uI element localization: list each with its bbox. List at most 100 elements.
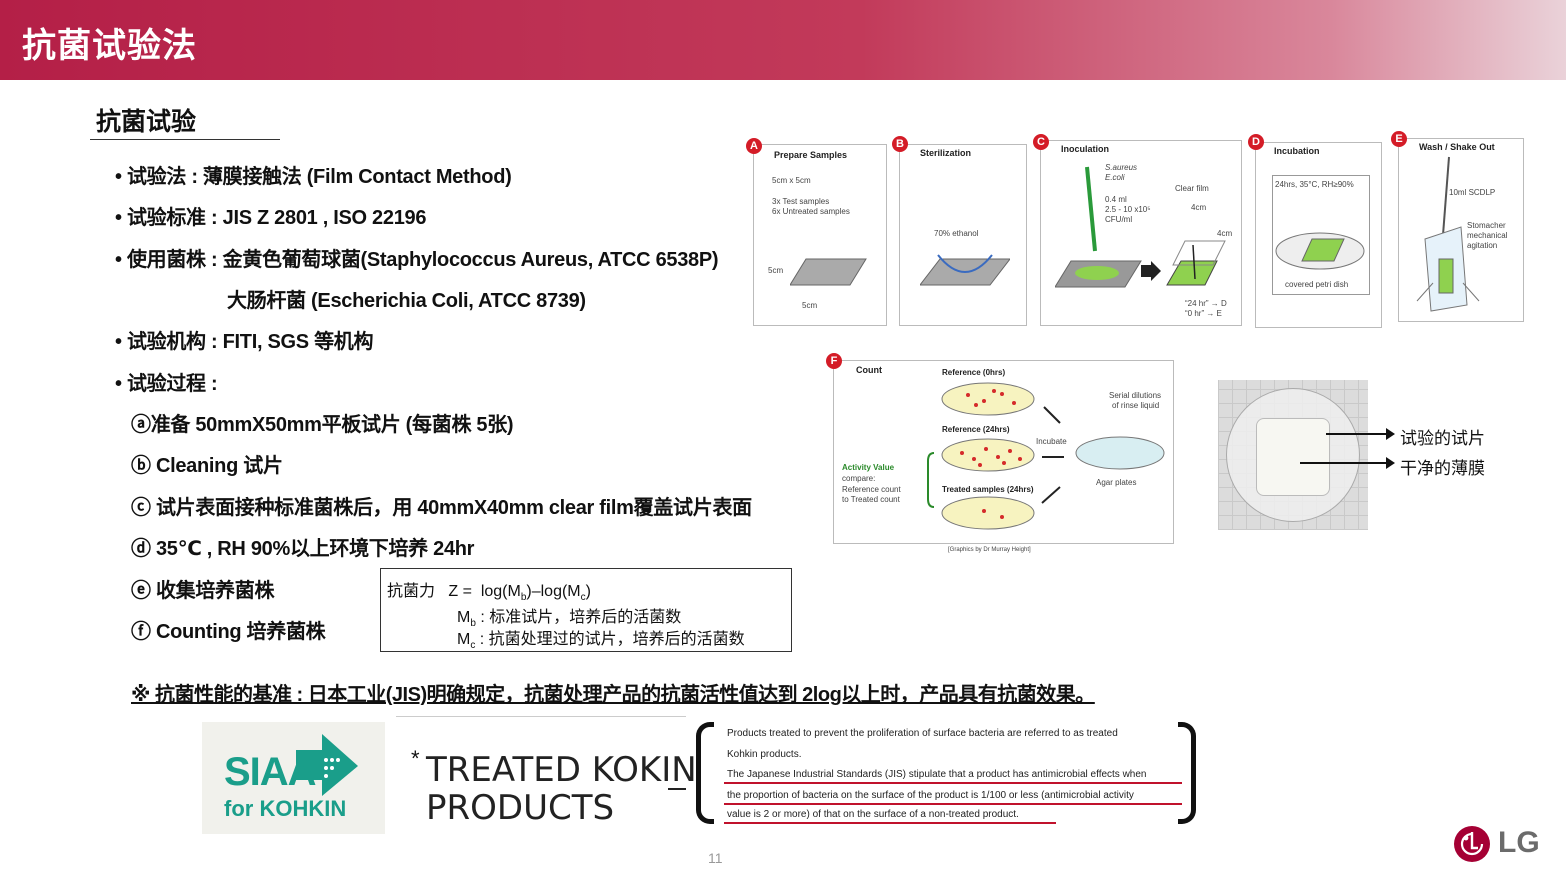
panel-c-text: 4cm	[1217, 229, 1233, 238]
bracket-left	[696, 722, 714, 824]
count-ref0-label: Reference (0hrs)	[942, 368, 1006, 377]
activity-compare-text: Reference count	[842, 485, 901, 494]
sterilize-plate-icon	[920, 254, 1010, 286]
kokin-asterisk: *	[411, 746, 420, 771]
formula-mc-sub: c	[470, 640, 476, 652]
kokin-desc-line: Kohkin products.	[727, 749, 802, 760]
bullet-process: • 试验过程 :	[115, 373, 218, 395]
step-letter-a: A	[746, 138, 762, 154]
photo-label-specimen: 试验的试片	[1400, 429, 1485, 448]
count-ref24-label: Reference (24hrs)	[942, 425, 1010, 434]
panel-wash-shake: Wash / Shake Out 10ml SCDLP Stomacher me…	[1398, 138, 1524, 322]
formula-z: Z =	[448, 583, 472, 600]
highlight-underline	[724, 803, 1182, 805]
siaa-mark-icon	[296, 734, 358, 796]
panel-a-text: 5cm	[768, 266, 784, 275]
step-c: ⓒ 试片表面接种标准菌株后，用 40mmX40mm clear film覆盖试片…	[131, 497, 752, 519]
sample-plate-icon	[790, 258, 867, 286]
panel-c-text: CFU/ml	[1105, 215, 1133, 224]
formula-sub-b: b	[520, 592, 527, 604]
formula-mb-desc: : 标准试片，培养后的活菌数	[475, 609, 682, 626]
count-serial-label: Serial dilutions	[1109, 391, 1162, 400]
panel-c-text: “0 hr” → E	[1185, 309, 1222, 318]
bracket-right	[1178, 722, 1196, 824]
page-number: 11	[708, 850, 723, 866]
panel-a-text: 3x Test samples	[772, 197, 830, 206]
siaa-text: SIAA	[224, 750, 317, 794]
panel-e-text: 10ml SCDLP	[1449, 188, 1496, 197]
formula-mc-desc: : 抗菌处理过的试片，培养后的活菌数	[475, 631, 745, 648]
kokin-underscore	[668, 788, 686, 790]
test-film-photo	[1256, 418, 1330, 496]
panel-b-title: Sterilization	[920, 148, 972, 158]
inoculation-illustration	[1055, 166, 1226, 288]
activity-compare-text: to Treated count	[842, 495, 900, 504]
panel-e-text: agitation	[1467, 241, 1498, 250]
step-d: ⓓ 35℃ , RH 90%以上环境下培养 24hr	[131, 538, 475, 560]
slide-title: 抗菌试验法	[22, 27, 197, 65]
stomacher-bag-icon	[1416, 156, 1480, 312]
panel-a-text: 5cm x 5cm	[772, 176, 811, 185]
step-b: ⓑ Cleaning 试片	[131, 455, 283, 477]
step-letter-c: C	[1033, 134, 1049, 150]
section-title: 抗菌试验	[96, 108, 197, 136]
petri-dish-icon	[1275, 232, 1365, 270]
kokin-title-line1: TREATED KOKIN	[426, 750, 697, 790]
kokin-desc-line: Products treated to prevent the prolifer…	[727, 728, 1118, 739]
graphics-credit: [Graphics by Dr Murray Height]	[948, 547, 1031, 553]
step-letter-e: E	[1391, 131, 1407, 147]
panel-a-text: 6x Untreated samples	[772, 207, 850, 216]
count-incubate-label: Incubate	[1036, 437, 1067, 446]
kokin-desc-line: the proportion of bacteria on the surfac…	[727, 790, 1134, 801]
panel-d-text: covered petri dish	[1285, 280, 1349, 289]
panel-c-text: E.coli	[1105, 173, 1125, 182]
panel-inoculation: Inoculation S.aureus E.coli 0.4 ml 2.5 -…	[1040, 140, 1242, 326]
panel-e-text: mechanical	[1467, 231, 1508, 240]
panel-c-text: S.aureus	[1105, 163, 1138, 172]
lg-logo-text: LG	[1498, 826, 1540, 859]
formula-log: log(M	[480, 583, 521, 600]
panel-c-text: 2.5 - 10 x10⁵	[1105, 205, 1151, 214]
criteria-note: ※ 抗菌性能的基准 : 日本工业(JIS)明确规定，抗菌处理产品的抗菌活性值达到…	[131, 684, 1095, 706]
count-agar-label: Agar plates	[1096, 478, 1137, 487]
bullet-strain-ecoli: 大肠杆菌 (Escherichia Coli, ATCC 8739)	[227, 290, 586, 312]
kokin-desc-line: value is 2 or more) of that on the surfa…	[727, 809, 1019, 820]
pointer-line	[1326, 433, 1390, 435]
arrow-head-icon	[1386, 457, 1395, 469]
formula-sub-c: c	[580, 592, 586, 604]
section-underline	[90, 139, 280, 140]
panel-prepare-samples: Prepare Samples 5cm x 5cm 3x Test sample…	[753, 144, 887, 326]
panel-e-title: Wash / Shake Out	[1419, 142, 1495, 152]
panel-a-title: Prepare Samples	[774, 150, 848, 160]
panel-b-text: 70% ethanol	[934, 229, 979, 238]
step-letter-f: F	[826, 353, 842, 369]
formula-label: 抗菌力	[387, 583, 436, 600]
panel-sterilization: Sterilization 70% ethanol	[899, 144, 1027, 326]
photo-label-film: 干净的薄膜	[1400, 459, 1485, 478]
lg-logo-icon	[1454, 826, 1490, 862]
step-letter-b: B	[892, 136, 908, 152]
panel-count: Count Reference (0hrs) Reference (24hrs)…	[833, 360, 1174, 544]
panel-c-text: Clear film	[1175, 184, 1209, 193]
count-serial-label: of rinse liquid	[1112, 401, 1160, 410]
divider-line	[396, 716, 686, 717]
panel-d-text: 24hrs, 35°C, RH≥90%	[1275, 180, 1354, 189]
panel-c-text: “24 hr” → D	[1185, 299, 1227, 308]
step-letter-d: D	[1248, 134, 1264, 150]
panel-c-text: 4cm	[1191, 203, 1207, 212]
bullet-strain: • 使用菌株 : 金黄色葡萄球菌(Staphylococcus Aureus, …	[115, 249, 719, 271]
bullet-standard: • 试验标准 : JIS Z 2801 , ISO 22196	[115, 207, 427, 229]
panel-e-text: Stomacher	[1467, 221, 1506, 230]
siaa-logo: SIAA for KOHKIN	[202, 722, 385, 834]
formula-mb: M	[457, 609, 471, 626]
bullet-institute: • 试验机构 : FITI, SGS 等机构	[115, 331, 374, 353]
panel-d-title: Incubation	[1274, 146, 1320, 156]
panel-f-title: Count	[856, 365, 882, 375]
pointer-line	[1300, 462, 1390, 464]
step-f: ⓕ Counting 培养菌株	[131, 621, 326, 643]
activity-compare-text: compare:	[842, 474, 876, 483]
bullet-method: • 试验法 : 薄膜接触法 (Film Contact Method)	[115, 166, 512, 188]
panel-incubation: Incubation 24hrs, 35°C, RH≥90% covered p…	[1255, 142, 1382, 328]
panel-a-text: 5cm	[802, 301, 818, 310]
formula-box: 抗菌力 Z = log(Mb)–log(Mc) Mb : 标准试片，培养后的活菌…	[380, 568, 792, 652]
